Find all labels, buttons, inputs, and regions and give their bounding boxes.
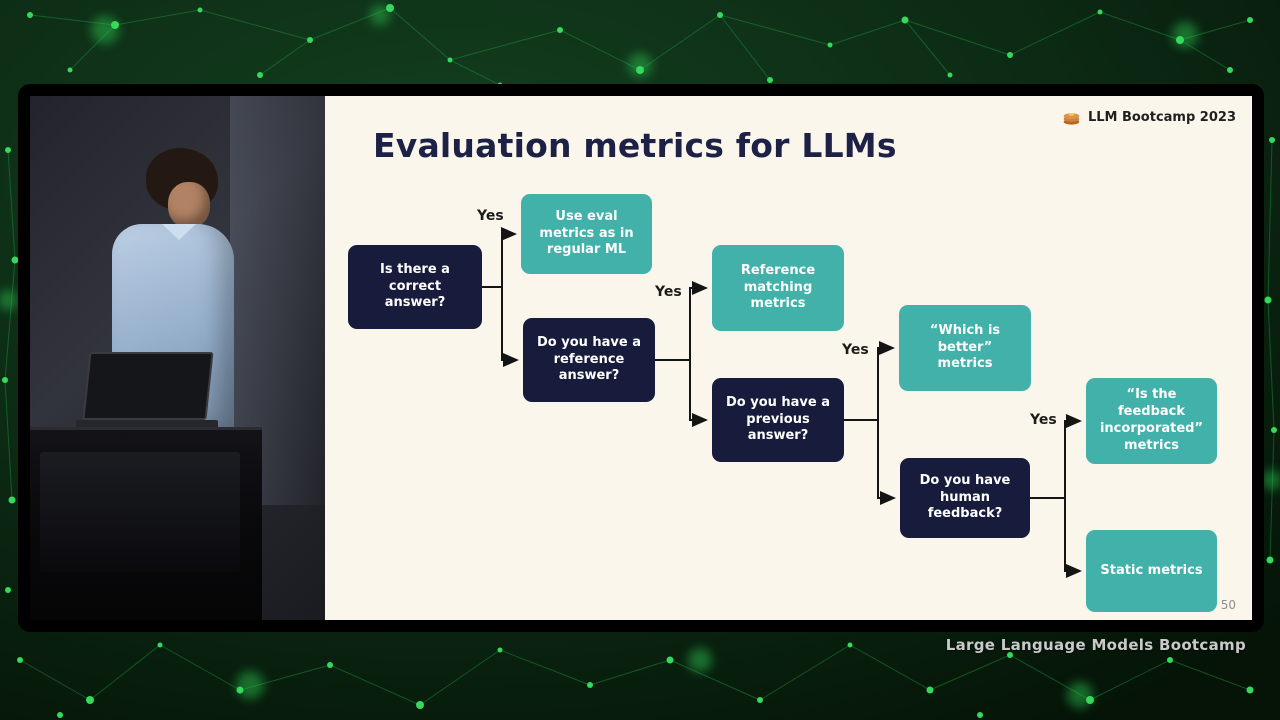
flow-node-label: Is there a correct answer? [380, 261, 450, 311]
flow-node-previous-answer: Do you have a previous answer? [712, 378, 844, 462]
flow-node-label: “Which is better” metrics [929, 322, 1001, 372]
edge-label-yes-1: Yes [477, 208, 504, 224]
flow-node-eval-regular-ml: Use eval metrics as in regular ML [521, 194, 652, 274]
slide-title: Evaluation metrics for LLMs [373, 126, 897, 165]
flow-node-label: “Is the feedback incorporated” metrics [1099, 387, 1204, 453]
flow-node-label: Do you have a previous answer? [725, 394, 831, 444]
flow-node-human-feedback: Do you have human feedback? [900, 458, 1030, 538]
flow-node-correct-answer: Is there a correct answer? [348, 245, 482, 329]
slide: Evaluation metrics for LLMs LLM Bootcamp… [325, 96, 1252, 620]
lectern [30, 427, 262, 620]
flow-node-label: Do you have human feedback? [919, 472, 1011, 522]
edge-label-yes-3: Yes [842, 342, 869, 358]
flow-node-label: Reference matching metrics [740, 262, 816, 312]
flow-node-label: Do you have a reference answer? [536, 334, 642, 384]
laptop-base [76, 420, 218, 430]
laptop-screen [82, 352, 214, 420]
edge-label-yes-2: Yes [655, 284, 682, 300]
slide-page-number: 50 [1220, 598, 1236, 612]
pancake-icon [1063, 113, 1080, 125]
flow-node-feedback-incorporated: “Is the feedback incorporated” metrics [1086, 378, 1217, 464]
speaker-face [168, 182, 210, 228]
flow-node-label: Static metrics [1100, 562, 1203, 578]
bootcamp-badge: LLM Bootcamp 2023 [1062, 108, 1236, 127]
flow-node-reference-answer: Do you have a reference answer? [523, 318, 655, 402]
flow-node-reference-matching: Reference matching metrics [712, 245, 844, 331]
watermark: Large Language Models Bootcamp [945, 636, 1246, 654]
bootcamp-badge-label: LLM Bootcamp 2023 [1087, 110, 1236, 125]
laptop [76, 352, 218, 430]
flow-node-which-is-better: “Which is better” metrics [899, 305, 1031, 391]
speaker-photo [30, 96, 325, 620]
edge-label-yes-4: Yes [1030, 412, 1057, 428]
video-frame: Evaluation metrics for LLMs LLM Bootcamp… [20, 86, 1262, 630]
lectern-panel [40, 452, 240, 572]
flow-node-label: Use eval metrics as in regular ML [539, 208, 634, 258]
flow-node-static-metrics: Static metrics [1086, 530, 1217, 612]
